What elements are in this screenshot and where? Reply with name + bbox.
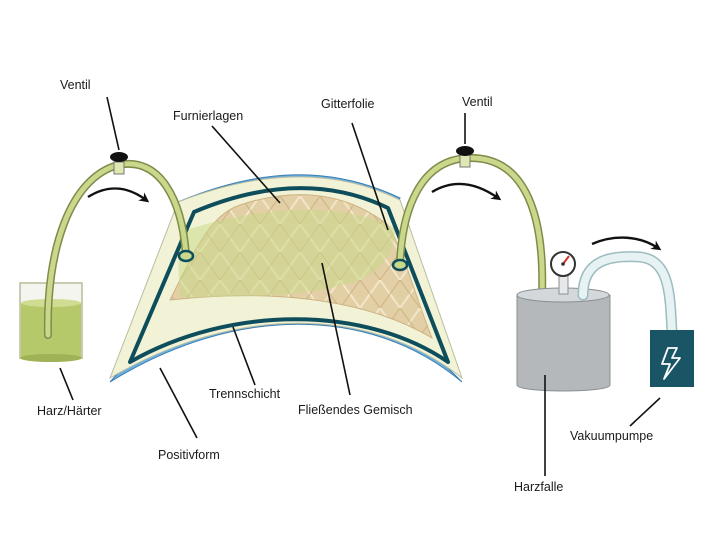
resin-trap [516,271,611,392]
label-vakuumpumpe: Vakuumpumpe [570,429,653,443]
label-gitterfolie: Gitterfolie [321,97,375,111]
leader-vakuumpumpe [629,397,661,427]
vacuum-pump [650,330,694,387]
label-ventil-right: Ventil [462,95,493,109]
label-positivform: Positivform [158,448,220,462]
pressure-gauge-icon [550,251,576,277]
label-furnierlagen: Furnierlagen [173,109,243,123]
label-ventil-left: Ventil [60,78,91,92]
right-valve[interactable] [456,146,474,168]
flowing-resin-mixture [178,209,395,298]
flow-arrow-right [431,182,502,201]
label-trennschicht: Trennschicht [209,387,281,401]
label-harzfalle: Harzfalle [514,480,563,494]
leader-gemisch [321,262,351,396]
mesh-film-seal [128,186,450,364]
leader-trennschicht [232,326,256,386]
flow-arrow-left [87,187,150,203]
label-harz-haerter: Harz/Härter [37,404,102,418]
leader-furnierlagen [211,125,281,204]
leader-positivform [159,367,198,439]
leader-gitterfolie [351,122,389,231]
leader-harz [59,367,74,401]
resin-inlet-port [177,249,195,263]
vacuum-outlet-port [391,258,409,272]
left-valve[interactable] [110,152,128,175]
flow-arrow-pump [591,236,662,251]
lightning-icon [661,347,681,380]
label-fliessendes-gemisch: Fließendes Gemisch [298,403,413,417]
leader-ventil-left [106,96,120,151]
